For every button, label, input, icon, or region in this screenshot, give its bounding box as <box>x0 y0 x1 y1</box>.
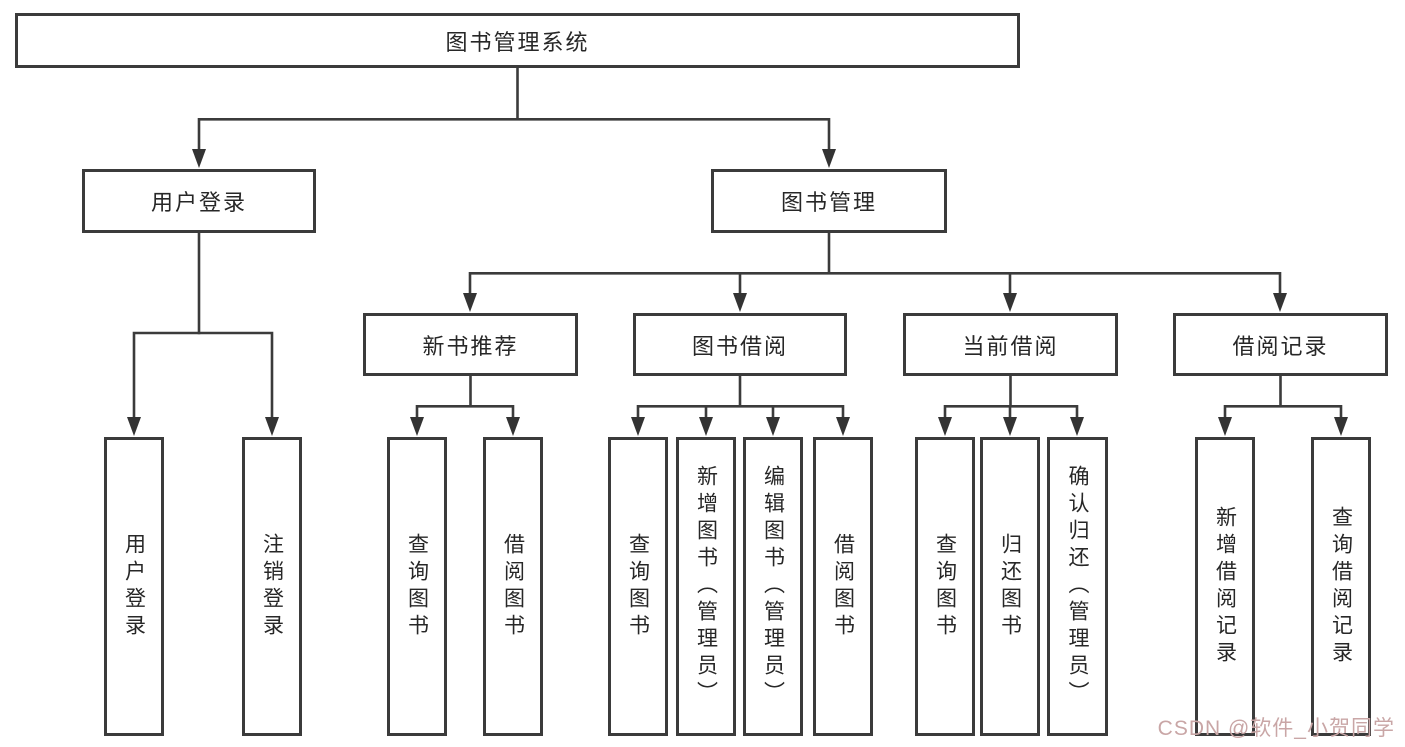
leaf-borrowing-edit-books-admin-label: 编辑图书（管理员） <box>761 465 785 708</box>
leaf-borrowing-query-books: 查询图书 <box>608 437 668 736</box>
node-new-book-recommend-label: 新书推荐 <box>422 333 519 359</box>
leaf-logout: 注销登录 <box>242 437 302 736</box>
node-borrowing-records-label: 借阅记录 <box>1232 333 1329 359</box>
node-user-login: 用户登录 <box>82 169 316 233</box>
leaf-borrowing-borrow-books-label: 借阅图书 <box>831 532 855 641</box>
node-new-book-recommend: 新书推荐 <box>363 313 578 376</box>
leaf-logout-label: 注销登录 <box>260 532 284 641</box>
leaf-current-query-books: 查询图书 <box>915 437 975 736</box>
leaf-user-login-label: 用户登录 <box>122 532 146 641</box>
node-borrowing-records: 借阅记录 <box>1173 313 1388 376</box>
leaf-records-add-record-label: 新增借阅记录 <box>1213 505 1237 668</box>
node-user-login-label: 用户登录 <box>150 190 247 215</box>
csdn-watermark: CSDN @软件_小贺同学 <box>1157 717 1395 740</box>
leaf-current-query-books-label: 查询图书 <box>933 532 957 641</box>
node-root: 图书管理系统 <box>15 13 1020 68</box>
leaf-borrowing-borrow-books: 借阅图书 <box>813 437 873 736</box>
leaf-borrowing-query-books-label: 查询图书 <box>626 532 650 641</box>
leaf-records-query-record: 查询借阅记录 <box>1311 437 1371 736</box>
leaf-borrowing-add-books-admin: 新增图书（管理员） <box>676 437 736 736</box>
leaf-recommend-query-books-label: 查询图书 <box>405 532 429 641</box>
node-book-borrowing: 图书借阅 <box>633 313 847 376</box>
leaf-recommend-borrow-books: 借阅图书 <box>483 437 543 736</box>
node-root-label: 图书管理系统 <box>445 29 590 55</box>
node-book-management-label: 图书管理 <box>780 190 877 215</box>
leaf-recommend-borrow-books-label: 借阅图书 <box>501 532 525 641</box>
leaf-records-add-record: 新增借阅记录 <box>1195 437 1255 736</box>
leaf-records-query-record-label: 查询借阅记录 <box>1329 505 1353 668</box>
node-current-borrowing: 当前借阅 <box>903 313 1118 376</box>
node-book-management: 图书管理 <box>711 169 947 233</box>
leaf-current-return-books-label: 归还图书 <box>998 532 1022 641</box>
leaf-recommend-query-books: 查询图书 <box>387 437 447 736</box>
leaf-current-return-books: 归还图书 <box>980 437 1040 736</box>
node-book-borrowing-label: 图书借阅 <box>691 333 788 359</box>
leaf-current-confirm-return-admin-label: 确认归还（管理员） <box>1066 465 1089 708</box>
node-current-borrowing-label: 当前借阅 <box>962 333 1059 359</box>
leaf-borrowing-edit-books-admin: 编辑图书（管理员） <box>743 437 803 736</box>
leaf-user-login: 用户登录 <box>104 437 164 736</box>
leaf-current-confirm-return-admin: 确认归还（管理员） <box>1047 437 1108 736</box>
leaf-borrowing-add-books-admin-label: 新增图书（管理员） <box>694 465 718 708</box>
